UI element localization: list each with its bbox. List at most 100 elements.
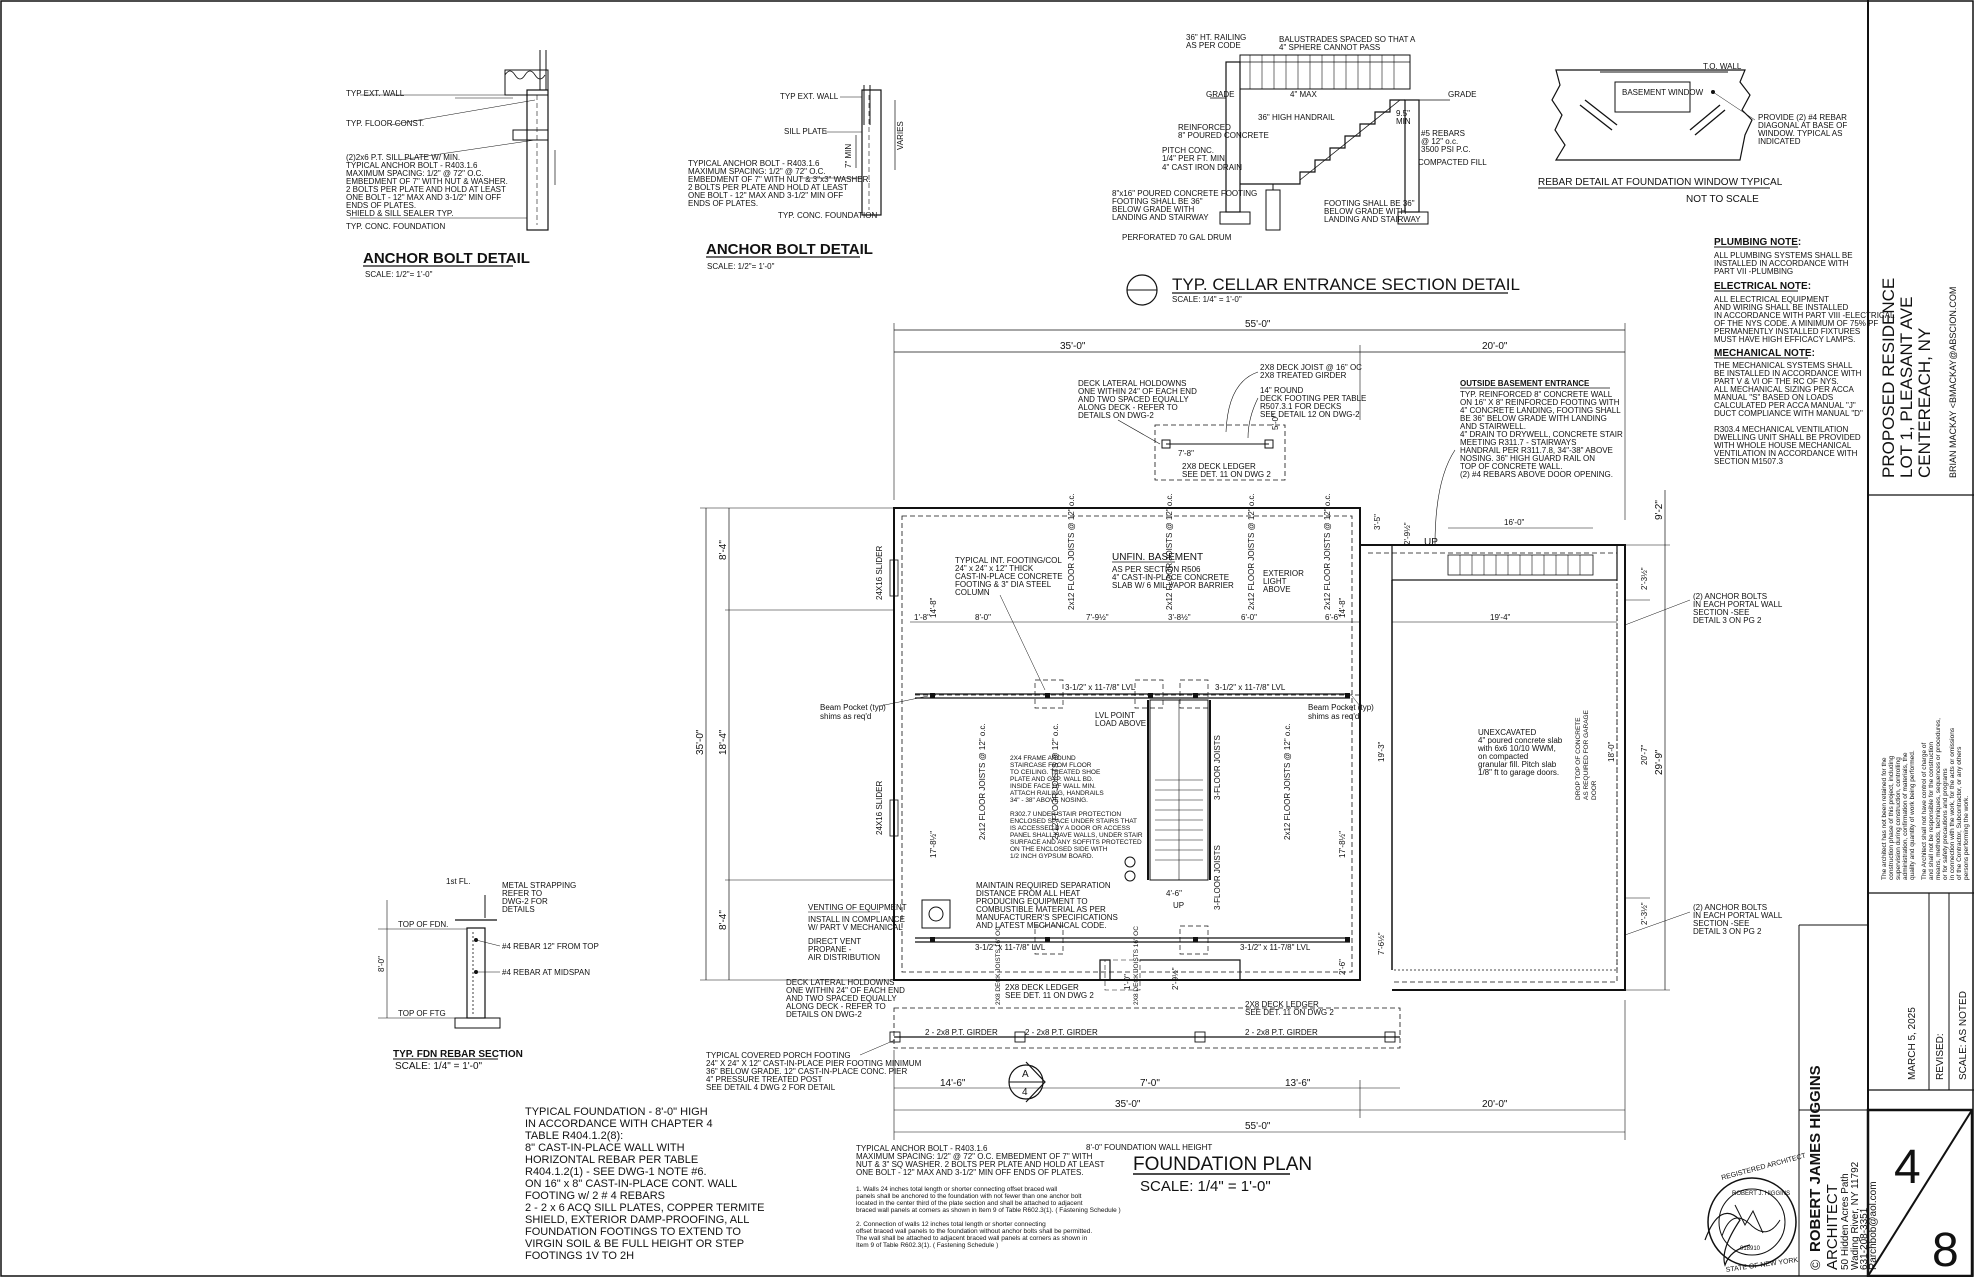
svg-text:TYP. FLOOR CONST.: TYP. FLOOR CONST. xyxy=(346,119,424,128)
svg-text:REINFORCED: REINFORCED xyxy=(1178,123,1231,132)
svg-text:SCALE: 1/4" = 1'-0": SCALE: 1/4" = 1'-0" xyxy=(395,1061,483,1072)
svg-text:PROVIDE (2) #4 REBAR: PROVIDE (2) #4 REBAR xyxy=(1758,113,1847,122)
svg-text:R302.7 UNDER-STAIR PROTECTION: R302.7 UNDER-STAIR PROTECTION xyxy=(1010,811,1121,818)
svg-text:1st FL.: 1st FL. xyxy=(446,877,470,886)
svg-text:DOOR: DOOR xyxy=(1591,780,1598,800)
svg-text:018910: 018910 xyxy=(1740,1246,1761,1252)
svg-text:Beam Pocket (typ): Beam Pocket (typ) xyxy=(1308,703,1374,712)
svg-text:TOP OF FTG: TOP OF FTG xyxy=(398,1009,446,1018)
svg-text:R507.3.1 FOR DECKS: R507.3.1 FOR DECKS xyxy=(1260,402,1341,411)
svg-text:2x12 FLOOR JOISTS @ 12" o.c.: 2x12 FLOOR JOISTS @ 12" o.c. xyxy=(1247,493,1256,610)
svg-text:ON 16" x 8" CAST-IN-PLACE CONT: ON 16" x 8" CAST-IN-PLACE CONT. WALL xyxy=(525,1178,737,1190)
svg-text:DUCT COMPLIANCE WITH MANUAL "D: DUCT COMPLIANCE WITH MANUAL "D" xyxy=(1714,409,1863,418)
svg-text:UNEXCAVATED: UNEXCAVATED xyxy=(1478,728,1536,737)
svg-text:WITH WHOLE HOUSE MECHANICAL: WITH WHOLE HOUSE MECHANICAL xyxy=(1714,441,1852,450)
architect-title: ARCHITECT xyxy=(1824,1184,1841,1270)
svg-text:TYPICAL ANCHOR BOLT - R403.1.: TYPICAL ANCHOR BOLT - R403.1.6 xyxy=(856,1144,988,1153)
svg-text:SEE DETAIL 12 ON DWG-2: SEE DETAIL 12 ON DWG-2 xyxy=(1260,410,1360,419)
svg-text:2'-3½": 2'-3½" xyxy=(1640,567,1649,590)
owner-email: BRIAN MACKAY <BMACKAY@ABSCION.COM xyxy=(1948,287,1958,478)
svg-text:6'-6": 6'-6" xyxy=(1325,613,1341,622)
svg-text:LIGHT: LIGHT xyxy=(1263,577,1287,586)
svg-text:SHIELD & SILL SEALER TYP.: SHIELD & SILL SEALER TYP. xyxy=(346,209,453,218)
svg-text:ALONG DECK - REFER TO: ALONG DECK - REFER TO xyxy=(1078,403,1178,412)
architect-address-1: 50 Hidden Acres Path xyxy=(1840,1173,1851,1270)
svg-text:PERMANENTLY INSTALLED FIXTURES: PERMANENTLY INSTALLED FIXTURES xyxy=(1714,327,1860,336)
anchor-detail-2-title: ANCHOR BOLT DETAIL xyxy=(706,241,873,258)
svg-text:2x12 FLOOR JOISTS @ 12" o.c.: 2x12 FLOOR JOISTS @ 12" o.c. xyxy=(1283,723,1292,840)
svg-text:19'-3": 19'-3" xyxy=(1377,741,1386,762)
svg-text:2X8 DECK JOIST @ 16" OC: 2X8 DECK JOIST @ 16" OC xyxy=(1260,363,1362,372)
anchor-bolt-detail-1: TYP EXT. WALL TYP. FLOOR CONST. (2)2x6 P… xyxy=(346,50,556,279)
foundation-plan-title: FOUNDATION PLAN xyxy=(1133,1154,1312,1175)
svg-text:The Architect shall not have c: The Architect shall not have control of … xyxy=(1921,743,1928,880)
svg-text:(2) #4 REBARS ABOVE DOOR OPEN: (2) #4 REBARS ABOVE DOOR OPENING. xyxy=(1460,470,1613,479)
svg-text:ALONG DECK - REFER TO: ALONG DECK - REFER TO xyxy=(786,1002,886,1011)
svg-text:20'-0": 20'-0" xyxy=(1482,1099,1508,1110)
svg-text:SURFACE AND ANY SOFFITS PROTEC: SURFACE AND ANY SOFFITS PROTECTED xyxy=(1010,839,1142,846)
svg-text:SEE DET. 11 ON DWG 2: SEE DET. 11 ON DWG 2 xyxy=(1245,1008,1334,1017)
svg-text:SECTION -SEE: SECTION -SEE xyxy=(1693,919,1749,928)
svg-text:IS ACCESSED BY A DOOR OR ACCES: IS ACCESSED BY A DOOR OR ACCESS xyxy=(1010,825,1131,832)
svg-text:1/8" ft to garage doors.: 1/8" ft to garage doors. xyxy=(1478,768,1559,777)
svg-text:TYPICAL ANCHOR BOLT - R403.1.6: TYPICAL ANCHOR BOLT - R403.1.6 xyxy=(688,159,820,168)
svg-text:3-FLOOR JOISTS: 3-FLOOR JOISTS xyxy=(1213,845,1222,910)
architect-group: © ROBERT JAMES HIGGINS ARCHITECT 50 Hidd… xyxy=(1807,1065,1879,1270)
svg-text:braced wall panels at corners: braced wall panels at corners as shown i… xyxy=(856,1207,1121,1214)
svg-text:DECK LATERAL HOLDOWNS: DECK LATERAL HOLDOWNS xyxy=(786,978,894,987)
svg-text:granular fill. Pitch slab: granular fill. Pitch slab xyxy=(1478,760,1557,769)
svg-text:1. Walls 24 inches total leng: 1. Walls 24 inches total length or short… xyxy=(856,1186,1058,1193)
svg-text:SECTION M1507.3: SECTION M1507.3 xyxy=(1714,457,1783,466)
architect-address-2: Wading River, NY 11792 xyxy=(1850,1161,1861,1270)
svg-text:MAXIMUM SPACING: 1/2" @ 72" O.: MAXIMUM SPACING: 1/2" @ 72" O.C. EMBEDME… xyxy=(856,1152,1093,1161)
foundation-plan: 55'-0" 35'-0" 20'-0" 7'-8" 5'-0" 2X8 DEC… xyxy=(695,319,1783,1195)
svg-text:MECHANICAL NOTE:: MECHANICAL NOTE: xyxy=(1714,348,1815,359)
svg-text:NOT TO SCALE: NOT TO SCALE xyxy=(1686,194,1759,205)
svg-text:The wall shall be attached to: The wall shall be attached to adjacent b… xyxy=(856,1235,1088,1242)
svg-text:2X8 DECK JOISTS 16" OC: 2X8 DECK JOISTS 16" OC xyxy=(1133,926,1140,1005)
svg-text:SEE DET. 11 ON DWG 2: SEE DET. 11 ON DWG 2 xyxy=(1005,991,1094,1000)
svg-text:OUTSIDE BASEMENT ENTRANCE: OUTSIDE BASEMENT ENTRANCE xyxy=(1460,379,1590,388)
svg-text:DISTANCE FROM ALL HEAT: DISTANCE FROM ALL HEAT xyxy=(976,889,1080,898)
svg-text:3-1/2" x 11-7/8" LVL: 3-1/2" x 11-7/8" LVL xyxy=(1065,683,1136,692)
svg-text:@ 12" o.c.: @ 12" o.c. xyxy=(1421,137,1458,146)
svg-text:THE MECHANICAL SYSTEMS SHALL: THE MECHANICAL SYSTEMS SHALL xyxy=(1714,361,1853,370)
svg-text:AND LATEST MECHANICAL CODE.: AND LATEST MECHANICAL CODE. xyxy=(976,921,1107,930)
disclaimer-group: The architect has not been retained for … xyxy=(1881,718,1970,880)
svg-text:EXTERIOR: EXTERIOR xyxy=(1263,569,1304,578)
svg-text:VENTING OF EQUIPMENT: VENTING OF EQUIPMENT xyxy=(808,903,907,912)
svg-text:2X8 TREATED GIRDER: 2X8 TREATED GIRDER xyxy=(1260,371,1347,380)
cellar-entrance-section: 36" HT. RAILING AS PER CODE BALUSTRADES … xyxy=(1112,33,1520,306)
svg-text:2'-9½": 2'-9½" xyxy=(1403,522,1412,545)
svg-text:7'-9½": 7'-9½" xyxy=(1086,613,1109,622)
svg-text:on compacted: on compacted xyxy=(1478,752,1528,761)
svg-text:shims as req'd: shims as req'd xyxy=(820,712,871,721)
svg-text:MEETING R311.7 - STAIRWAYS: MEETING R311.7 - STAIRWAYS xyxy=(1460,438,1576,447)
svg-text:2'-6": 2'-6" xyxy=(1338,959,1347,975)
svg-text:or for safety precautions and: or for safety precautions and programs xyxy=(1942,768,1949,880)
svg-text:PANEL SHALL HAVE WALLS, UNDER: PANEL SHALL HAVE WALLS, UNDER STAIR xyxy=(1010,832,1143,839)
svg-text:MANUFACTURER'S SPECIFICATIONS: MANUFACTURER'S SPECIFICATIONS xyxy=(976,913,1118,922)
svg-text:DETAIL 3 ON PG 2: DETAIL 3 ON PG 2 xyxy=(1693,616,1762,625)
svg-text:NUT & 3" SQ WASHER. 2 BOLTS P: NUT & 3" SQ WASHER. 2 BOLTS PER PLATE AN… xyxy=(856,1160,1105,1169)
svg-text:1/2 INCH GYPSUM BOARD.: 1/2 INCH GYPSUM BOARD. xyxy=(1010,853,1094,860)
svg-text:2X4 FRAME AROUND: 2X4 FRAME AROUND xyxy=(1010,755,1076,762)
svg-text:DROP TOP OF CONCRETE: DROP TOP OF CONCRETE xyxy=(1575,717,1582,800)
svg-text:REFER TO: REFER TO xyxy=(502,889,542,898)
svg-text:located in the center third of: located in the center third of the plate… xyxy=(856,1200,1083,1207)
svg-text:35'-0": 35'-0" xyxy=(695,729,706,755)
svg-text:FOOTING & 3" DIA STEEL: FOOTING & 3" DIA STEEL xyxy=(955,580,1052,589)
svg-text:2x12 FLOOR JOISTS @ 12" o.c.: 2x12 FLOOR JOISTS @ 12" o.c. xyxy=(1323,493,1332,610)
anchor-detail-1-title: ANCHOR BOLT DETAIL xyxy=(363,250,530,267)
svg-text:ON 16" X 8" REINFORCED FOOTING: ON 16" X 8" REINFORCED FOOTING WITH xyxy=(1460,398,1620,407)
svg-text:3'-8½": 3'-8½" xyxy=(1168,613,1191,622)
svg-text:LOAD ABOVE: LOAD ABOVE xyxy=(1095,719,1146,728)
svg-text:3-1/2" x 11-7/8" LVL: 3-1/2" x 11-7/8" LVL xyxy=(1240,943,1311,952)
svg-text:TYP. REINFORCED 8" CONCRETE WA: TYP. REINFORCED 8" CONCRETE WALL xyxy=(1460,390,1613,399)
svg-text:HANDRAIL PER R311.7.8, 34"-38: HANDRAIL PER R311.7.8, 34"-38" ABOVE xyxy=(1460,446,1613,455)
svg-text:SHIELD, EXTERIOR DAMP-PROOFING: SHIELD, EXTERIOR DAMP-PROOFING, ALL xyxy=(525,1214,749,1226)
svg-text:MAXIMUM SPACING: 1/2" @ 72" O.: MAXIMUM SPACING: 1/2" @ 72" O.C. xyxy=(688,167,826,176)
svg-text:TYP. CONC. FOUNDATION: TYP. CONC. FOUNDATION xyxy=(346,222,445,231)
svg-text:MAINTAIN REQUIRED SEPARATION: MAINTAIN REQUIRED SEPARATION xyxy=(976,881,1111,890)
svg-text:CALCULATED PER ACCA MANUAL "J": CALCULATED PER ACCA MANUAL "J" xyxy=(1714,401,1856,410)
